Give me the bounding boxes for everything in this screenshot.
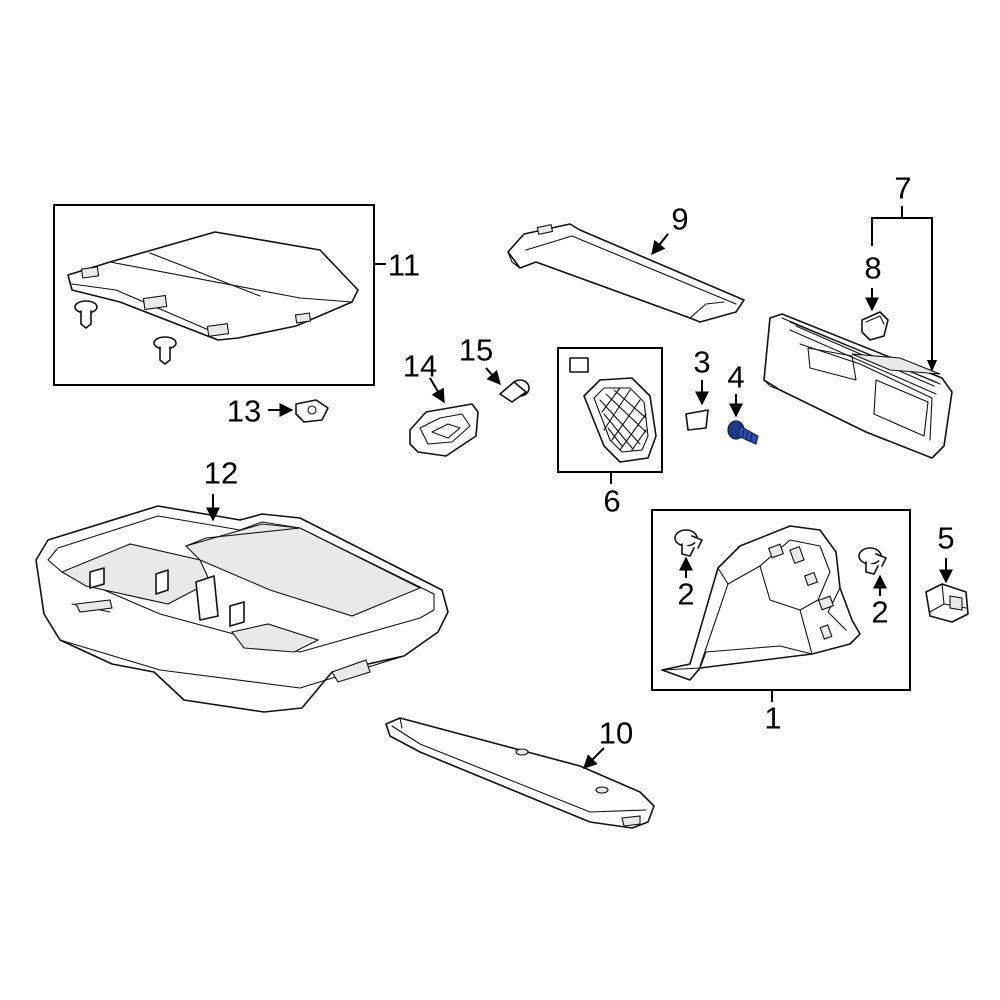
part-7-leader xyxy=(871,206,937,372)
part-6-grille-group[interactable] xyxy=(557,347,663,484)
part-7-sill-plate[interactable] xyxy=(763,313,953,459)
part-14-latch-bracket[interactable] xyxy=(409,377,479,457)
part-9-trim-rail[interactable] xyxy=(507,223,745,323)
part-13-clip[interactable] xyxy=(268,399,329,423)
callout-4: 4 xyxy=(727,359,745,395)
part-2-clip-right[interactable] xyxy=(858,547,887,596)
callout-1: 1 xyxy=(764,700,782,736)
callout-14: 14 xyxy=(402,348,438,384)
part-5-clip-block[interactable] xyxy=(925,558,969,623)
part-15-cap[interactable] xyxy=(485,367,530,403)
callout-6: 6 xyxy=(603,483,621,519)
callout-5: 5 xyxy=(937,520,955,556)
part-11-panel[interactable] xyxy=(67,231,359,341)
callout-8: 8 xyxy=(864,250,882,286)
part-3-pad[interactable] xyxy=(685,380,709,431)
callout-2-left: 2 xyxy=(677,576,695,612)
part-12-floor-tray[interactable] xyxy=(35,494,449,713)
callout-15: 15 xyxy=(458,332,494,368)
part-1-side-trim-group[interactable] xyxy=(651,509,911,691)
part-11-cargo-panel-group[interactable] xyxy=(53,204,386,386)
callout-13: 13 xyxy=(226,393,262,429)
part-1-box xyxy=(651,509,911,691)
callout-7: 7 xyxy=(894,170,912,206)
part-11-box xyxy=(53,204,375,386)
part-10-tonneau-cover[interactable] xyxy=(385,717,655,829)
callout-11: 11 xyxy=(387,247,421,283)
callout-3: 3 xyxy=(693,344,711,380)
part-11-clip-left xyxy=(74,300,98,329)
part-4-screw[interactable] xyxy=(727,394,759,445)
callout-2-right: 2 xyxy=(871,594,889,630)
callout-10: 10 xyxy=(598,715,634,751)
callout-12: 12 xyxy=(203,455,239,491)
part-2-clip-left[interactable] xyxy=(674,529,703,578)
callout-9: 9 xyxy=(671,201,689,237)
part-8-clip[interactable] xyxy=(861,288,889,341)
part-11-clip-right xyxy=(153,336,177,365)
